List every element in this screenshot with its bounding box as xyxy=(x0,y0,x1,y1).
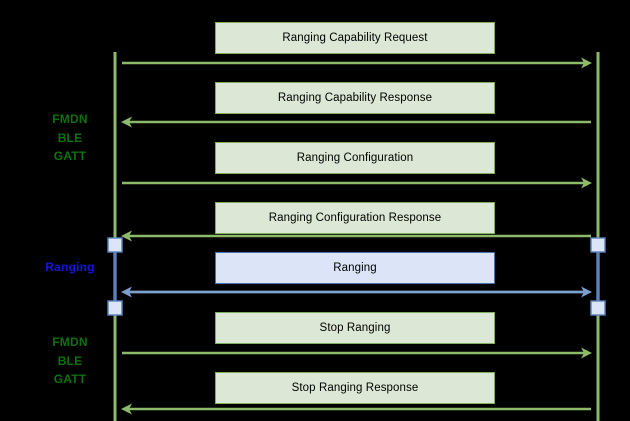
msg-ranging: Ranging xyxy=(215,252,495,284)
msg-ranging-arrowhead-right xyxy=(581,286,592,298)
msg-ranging-configuration-response: Ranging Configuration Response xyxy=(215,202,495,234)
msg-stop-ranging-arrow xyxy=(122,347,592,359)
activation-right xyxy=(590,237,606,316)
msg-ranging-capability-response-label: Ranging Capability Response xyxy=(277,91,433,104)
msg-ranging-capability-response-arrow xyxy=(121,116,591,128)
activation-left-end-marker xyxy=(107,300,123,316)
msg-ranging-arrow xyxy=(121,286,592,298)
msg-ranging-capability-request-label: Ranging Capability Request xyxy=(282,31,428,44)
msg-ranging-capability-response: Ranging Capability Response xyxy=(215,82,495,114)
msg-ranging-configuration-arrow xyxy=(122,177,592,189)
msg-ranging-arrowhead-left xyxy=(121,286,132,298)
msg-ranging-configuration-response-label: Ranging Configuration Response xyxy=(268,211,442,224)
label-fmdn-ble-gatt-top: FMDN BLE GATT xyxy=(52,112,88,164)
msg-stop-ranging-response-arrowhead-left xyxy=(121,403,132,415)
msg-ranging-configuration-arrowhead-right xyxy=(581,177,592,189)
activation-right-end-marker xyxy=(590,300,606,316)
msg-stop-ranging-label: Stop Ranging xyxy=(319,321,391,334)
msg-ranging-capability-response-arrowhead-left xyxy=(121,116,132,128)
activation-left xyxy=(107,237,123,316)
activation-right-start-marker xyxy=(590,237,606,253)
activation-left-start-marker xyxy=(107,237,123,253)
msg-ranging-configuration: Ranging Configuration xyxy=(215,142,495,174)
msg-stop-ranging-response: Stop Ranging Response xyxy=(215,372,495,404)
msg-ranging-capability-request-arrowhead-right xyxy=(581,57,592,69)
msg-stop-ranging-response-label: Stop Ranging Response xyxy=(291,381,419,394)
msg-ranging-capability-request: Ranging Capability Request xyxy=(215,22,495,54)
msg-ranging-label: Ranging xyxy=(333,261,377,274)
msg-ranging-configuration-response-arrowhead-left xyxy=(121,230,132,242)
msg-ranging-configuration-response-arrow xyxy=(121,230,591,242)
msg-stop-ranging: Stop Ranging xyxy=(215,312,495,344)
msg-ranging-capability-request-arrow xyxy=(122,57,592,69)
msg-stop-ranging-arrowhead-right xyxy=(581,347,592,359)
label-fmdn-ble-gatt-bottom: FMDN BLE GATT xyxy=(52,335,88,387)
label-ranging: Ranging xyxy=(45,260,95,274)
msg-ranging-configuration-label: Ranging Configuration xyxy=(296,151,414,164)
msg-stop-ranging-response-arrow xyxy=(121,403,591,415)
